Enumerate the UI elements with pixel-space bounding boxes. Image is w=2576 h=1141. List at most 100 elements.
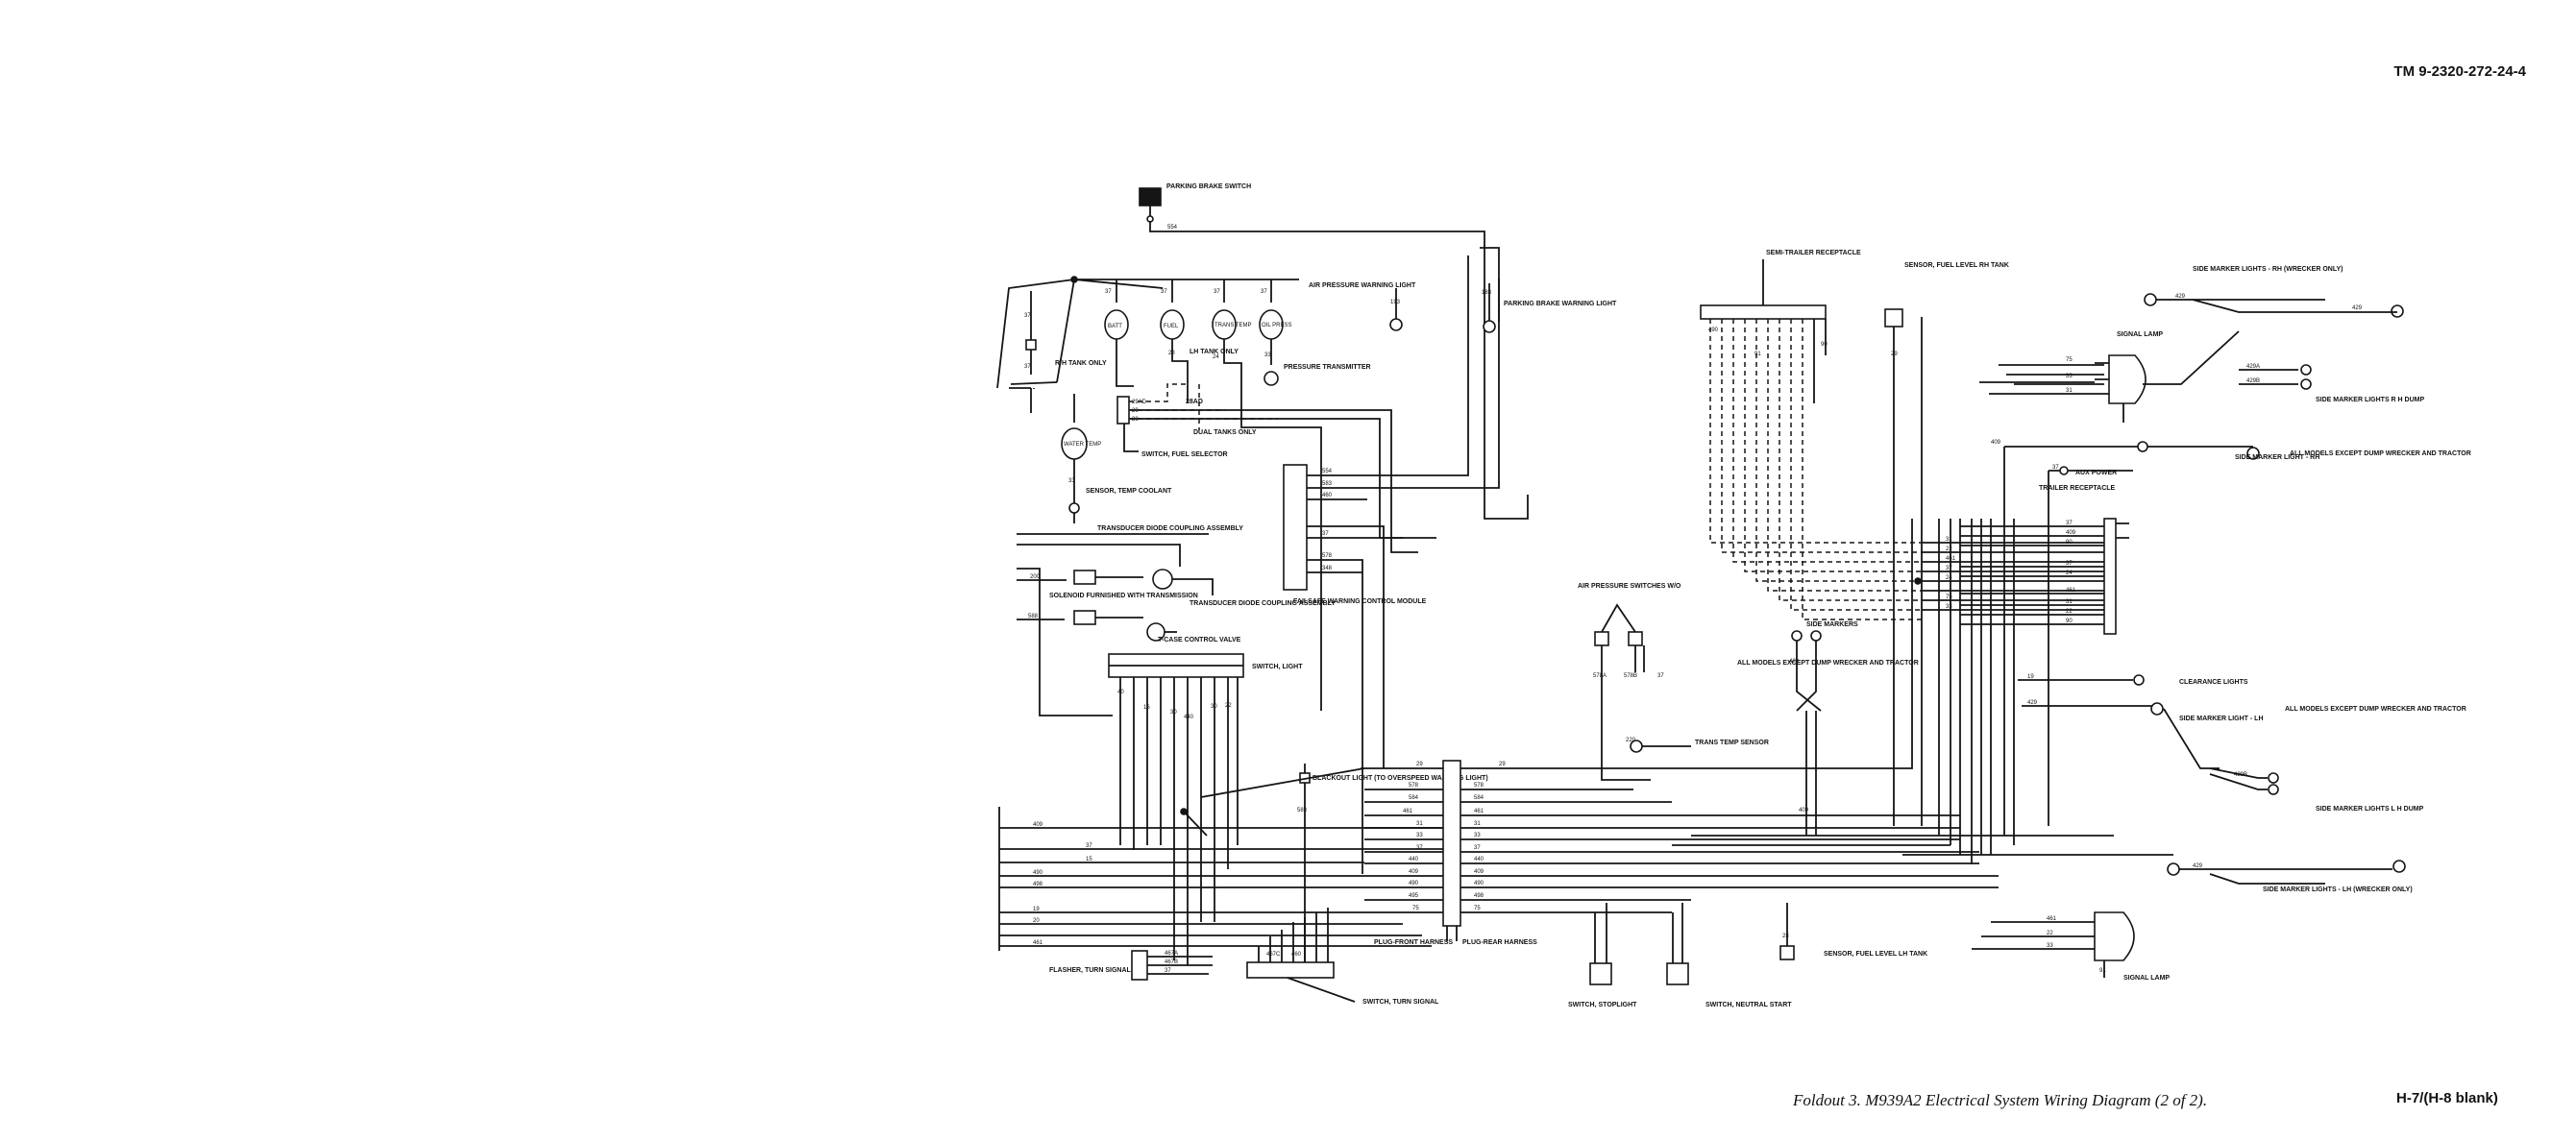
splice-point	[1914, 577, 1922, 585]
air-pressure-switches-label: AIR PRESSURE SWITCHES W/O	[1578, 583, 1681, 590]
svg-text:29: 29	[1416, 762, 1423, 767]
doc-number: TM 9-2320-272-24-4	[2393, 63, 2526, 80]
svg-text:409: 409	[1033, 822, 1043, 828]
blackout-light-label: BLACKOUT LIGHT (TO OVERSPEED WARNING LIG…	[1313, 775, 1488, 782]
lh-tank-only-label: LH TANK ONLY	[1190, 349, 1239, 355]
svg-text:31: 31	[2066, 388, 2073, 394]
svg-text:429A: 429A	[2246, 364, 2260, 370]
plug-rear-harness-label: PLUG-REAR HARNESS	[1462, 939, 1537, 946]
svg-text:409: 409	[1991, 440, 2001, 446]
trailer-receptacle	[2103, 518, 2129, 635]
svg-text:461: 461	[1403, 809, 1413, 814]
svg-text:33: 33	[1946, 604, 1952, 610]
air-pressure-switches	[1594, 603, 1645, 711]
svg-text:28: 28	[1168, 351, 1175, 356]
svg-text:FUEL: FUEL	[1164, 324, 1179, 329]
svg-text:429: 429	[2193, 863, 2203, 869]
svg-text:28: 28	[1132, 417, 1139, 423]
side-marker-light-lh	[2022, 702, 2164, 716]
tcase-control-valve-label: T-CASE CONTROL VALVE	[1158, 637, 1241, 643]
svg-text:440: 440	[1409, 857, 1419, 862]
svg-text:429B: 429B	[2246, 378, 2260, 384]
svg-text:37: 37	[1474, 845, 1481, 851]
svg-text:583: 583	[1297, 808, 1308, 813]
wire-label: 554	[1167, 225, 1178, 231]
fuel-selector-switch: 29AD 29 28	[1116, 383, 1278, 430]
svg-text:WATER TEMP: WATER TEMP	[1064, 442, 1101, 448]
svg-text:37: 37	[2066, 561, 2073, 567]
svg-text:33: 33	[2066, 374, 2073, 379]
svg-text:BATT: BATT	[1108, 324, 1122, 329]
svg-text:19: 19	[1033, 907, 1040, 912]
svg-text:29: 29	[1499, 762, 1506, 767]
svg-text:461: 461	[2066, 588, 2076, 594]
rh-tank-only-label: R/H TANK ONLY	[1055, 360, 1107, 367]
svg-text:440: 440	[1474, 857, 1484, 862]
svg-text:429: 429	[2027, 700, 2038, 706]
plug-harness	[1442, 760, 1461, 927]
svg-text:498: 498	[1474, 893, 1484, 899]
svg-text:37: 37	[1024, 364, 1031, 370]
svg-text:220: 220	[1626, 738, 1636, 743]
page-number: H-7/(H-8 blank)	[2396, 1090, 2498, 1106]
splice-point	[1180, 808, 1188, 815]
figure-caption: Foldout 3. M939A2 Electrical System Wiri…	[1793, 1091, 2208, 1109]
svg-text:37: 37	[1214, 289, 1220, 295]
svg-text:30: 30	[1170, 710, 1177, 716]
svg-text:90: 90	[2066, 540, 2073, 546]
svg-text:467C: 467C	[1266, 952, 1281, 958]
side-marker-lights-lh-dump	[2163, 708, 2279, 795]
clearance-lights-label: CLEARANCE LIGHTS	[2179, 679, 2248, 686]
parking-brake-switch-label: PARKING BRAKE SWITCH	[1166, 183, 1251, 190]
parking-brake-warning-light-label: PARKING BRAKE WARNING LIGHT	[1504, 301, 1617, 307]
air-pressure-warning-light-label: AIR PRESSURE WARNING LIGHT	[1309, 282, 1416, 289]
svg-text:31: 31	[2066, 599, 2073, 605]
svg-text:578: 578	[1409, 783, 1419, 789]
flasher-turn-signal-label: FLASHER, TURN SIGNAL	[1049, 967, 1132, 974]
svg-text:440: 440	[1184, 715, 1194, 720]
side-marker-lights-rh-dump	[2143, 330, 2312, 390]
svg-text:16: 16	[1143, 705, 1150, 711]
failsafe-warning-module	[1283, 464, 1340, 591]
failsafe-warning-module-label: FAILSAFE WARNING CONTROL MODULE	[1293, 598, 1427, 605]
svg-text:22: 22	[1225, 703, 1232, 709]
side-marker-light-rh-label: SIDE MARKER LIGHT - RH	[2235, 454, 2319, 461]
pressure-transmitter-icon	[1263, 371, 1279, 386]
svg-text:37: 37	[1416, 845, 1423, 851]
svg-text:37: 37	[1024, 313, 1031, 319]
all-models-except-dump-3-label: ALL MODELS EXCEPT DUMP WRECKER AND TRACT…	[2285, 706, 2466, 713]
svg-text:31: 31	[1946, 537, 1952, 543]
switch-stoplight-label: SWITCH, STOPLIGHT	[1568, 1002, 1637, 1008]
svg-text:75: 75	[1474, 906, 1481, 911]
signal-lamp-bottom	[2080, 911, 2135, 961]
svg-text:578A: 578A	[1593, 673, 1607, 679]
switch-turn-signal-label: SWITCH, TURN SIGNAL	[1362, 999, 1439, 1006]
svg-text:75: 75	[1412, 906, 1419, 911]
svg-text:90: 90	[1821, 342, 1828, 348]
svg-text:22: 22	[1946, 546, 1952, 552]
trailer-receptacle-label: TRAILER RECEPTACLE	[2039, 485, 2116, 492]
parking-brake-warning-light-icon	[1483, 320, 1496, 333]
side-marker-lights-rh-dump-label: SIDE MARKER LIGHTS R H DUMP	[2316, 397, 2425, 403]
svg-text:429: 429	[2352, 305, 2363, 311]
svg-text:461: 461	[2047, 916, 2057, 922]
svg-text:584: 584	[1474, 795, 1484, 801]
svg-text:348: 348	[1322, 566, 1333, 571]
gauge-batt: BATT	[1104, 279, 1134, 387]
svg-text:37: 37	[1261, 289, 1267, 295]
switch-light	[1108, 653, 1244, 678]
pressure-transmitter-label: PRESSURE TRANSMITTER	[1284, 364, 1371, 371]
svg-text:37: 37	[1161, 289, 1167, 295]
switch-fuel-selector-label: SWITCH, FUEL SELECTOR	[1141, 451, 1228, 458]
svg-text:29: 29	[1891, 352, 1898, 357]
switch-stoplight	[1589, 903, 1612, 985]
switch-neutral-start	[1666, 903, 1689, 985]
transducer-diode-coupling-2-label: TRANSDUCER DIODE COUPLING ASSEMBLY	[1190, 600, 1336, 607]
svg-text:37: 37	[1105, 289, 1112, 295]
svg-text:22: 22	[2066, 609, 2073, 615]
sensor-temp-coolant-label: SENSOR, TEMP COOLANT	[1086, 488, 1172, 495]
side-marker-light-lh-label: SIDE MARKER LIGHT - LH	[2179, 716, 2264, 722]
svg-text:193: 193	[1390, 300, 1401, 305]
sensor-fuel-level-lh	[1779, 903, 1795, 960]
